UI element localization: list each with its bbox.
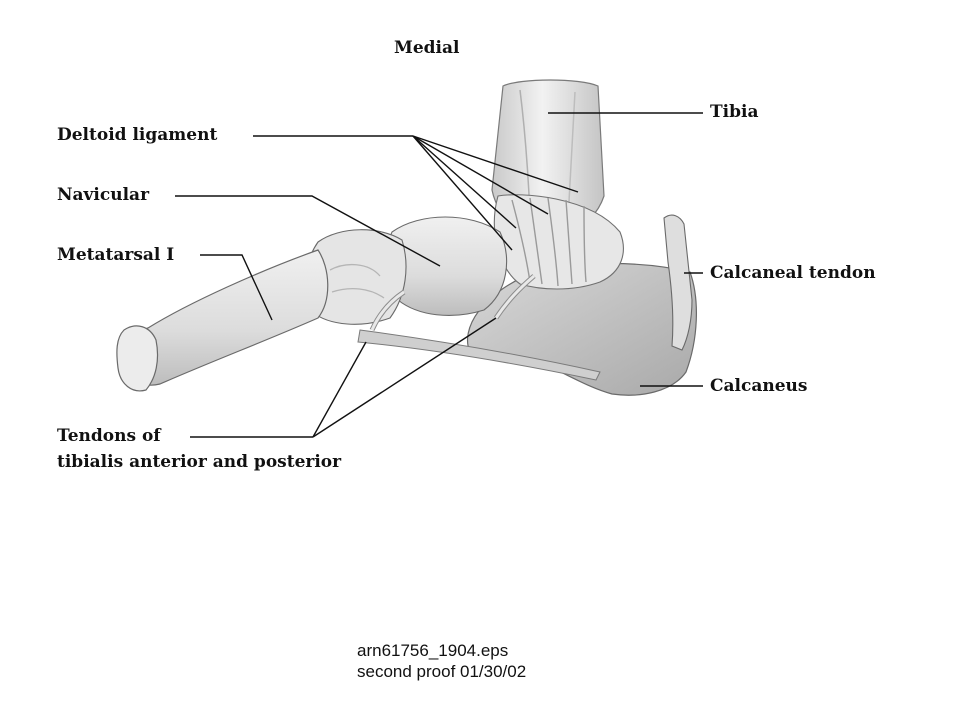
label-tendons-line1: Tendons of — [57, 426, 161, 446]
label-navicular: Navicular — [57, 185, 150, 205]
label-deltoid-ligament: Deltoid ligament — [57, 125, 218, 145]
label-calcaneus: Calcaneus — [710, 376, 808, 396]
label-tendons-line2: tibialis anterior and posterior — [57, 452, 342, 472]
label-calcaneal-tendon: Calcaneal tendon — [710, 263, 876, 283]
caption-filename: arn61756_1904.eps — [357, 641, 509, 660]
calcaneus-bone — [466, 262, 697, 396]
label-tibia: Tibia — [710, 102, 759, 122]
calcaneal-tendon-shape — [663, 214, 693, 351]
leader-lines — [175, 112, 703, 438]
label-metatarsal-i: Metatarsal I — [57, 245, 175, 265]
caption-proof: second proof 01/30/02 — [357, 662, 527, 681]
medial-heading: Medial — [394, 38, 460, 58]
